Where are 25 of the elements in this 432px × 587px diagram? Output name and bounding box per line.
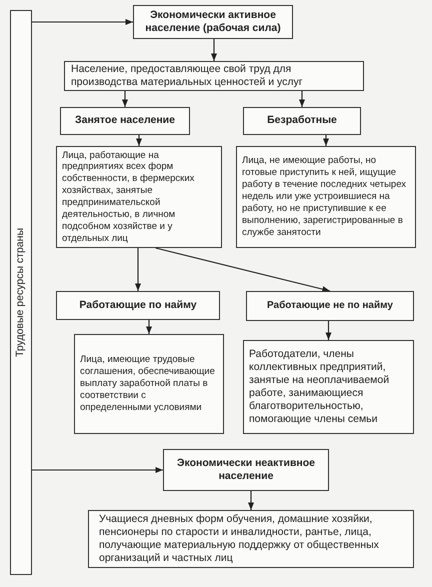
- process-box: Экономически неактивное население: [163, 449, 329, 491]
- arrow: [325, 321, 332, 340]
- arrow: [248, 491, 254, 510]
- arrow: [146, 320, 152, 334]
- arrow: [134, 248, 142, 291]
- arrow: [298, 91, 306, 107]
- process-box: Лица, имеющие трудовые соглашения, обеспечивающие выплату заработной платы в соответствии с определенными условиями: [74, 334, 224, 434]
- process-box: Лица, работающие на предприятиях всех форм собственности, в фермерских хозяйствах, занятые предпринимательской деятельностью, в личном подсобном хозяйстве и у отдельных лиц: [56, 146, 222, 248]
- arrow: [155, 247, 330, 292]
- process-box: Трудовые ресурсы страны: [10, 10, 32, 575]
- process-box: Экономически активное население (рабочая сила): [133, 5, 293, 39]
- process-box: Население, предоставляющее свой труд для производства материальных ценностей и услуг: [64, 61, 364, 91]
- process-box: Лица, не имеющие работы, но готовые приступить к ней, ищущие работу в течение последних четырех недель или уже устроившиеся на работу, но не приступившие к ее выполнению, зарегистрированные в службе занятости: [236, 146, 416, 248]
- arrow: [210, 39, 218, 61]
- process-box: Работающие по найму: [56, 291, 220, 320]
- process-box: Учащиеся дневных форм обучения, домашние хозяйки, пенсионеры по старости и инвалидности, рантье, лица, получающие материальную поддержку от общественных организаций и частных лиц: [88, 510, 414, 568]
- process-box: Безработные: [243, 107, 361, 135]
- process-box: Работодатели, члены коллективных предприятий, занятые на неоплачиваемой работе, занимающиеся благотворительностью, помогающие члены семьи: [243, 340, 414, 434]
- arrow: [122, 91, 128, 107]
- arrow: [136, 135, 142, 146]
- process-box: Работающие не по найму: [246, 291, 414, 321]
- arrow: [32, 466, 163, 474]
- arrow: [32, 18, 133, 26]
- arrow: [322, 135, 330, 146]
- process-box: Занятое население: [60, 107, 190, 135]
